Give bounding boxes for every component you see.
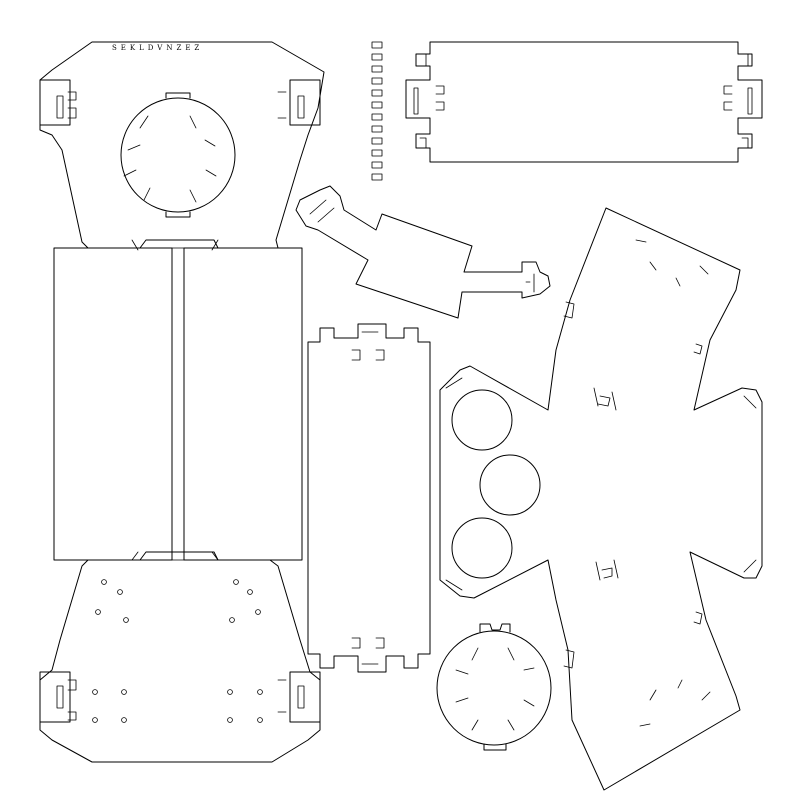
- wheel-spokes-top: [123, 115, 217, 203]
- wheel-spokes-bottom: [455, 647, 535, 731]
- slot-right-bottom: [297, 685, 305, 709]
- wheel-cutout-top: [120, 97, 236, 213]
- chassis-top-plate: SEKLDVNZEZ: [39, 41, 325, 249]
- side-panel-right: [439, 207, 763, 791]
- tab-right-bottom: [289, 671, 321, 723]
- wheel-hole-3: [451, 517, 513, 579]
- mount-holes: [92, 579, 263, 723]
- wheel-hole-2: [479, 454, 541, 516]
- slot-left-bottom: [56, 685, 64, 709]
- tail-bracket: [295, 185, 551, 319]
- slot-right-top: [297, 95, 305, 119]
- tab-left-top: [39, 79, 71, 126]
- chassis-bottom-plate: [39, 551, 321, 763]
- center-tall-panel: [307, 323, 431, 673]
- chassis-side-walls: [53, 239, 303, 561]
- top-rect-panel: [405, 41, 763, 163]
- engraved-label: SEKLDVNZEZ: [112, 44, 203, 52]
- tab-right-top: [289, 79, 321, 126]
- slot-left-top: [56, 95, 64, 119]
- wheel-disc-bottom: [436, 623, 552, 751]
- label-tab-column: [371, 41, 383, 181]
- slot-marks-right: [563, 239, 711, 727]
- tab-left-bottom: [39, 671, 71, 723]
- wheel-hole-1: [451, 389, 513, 451]
